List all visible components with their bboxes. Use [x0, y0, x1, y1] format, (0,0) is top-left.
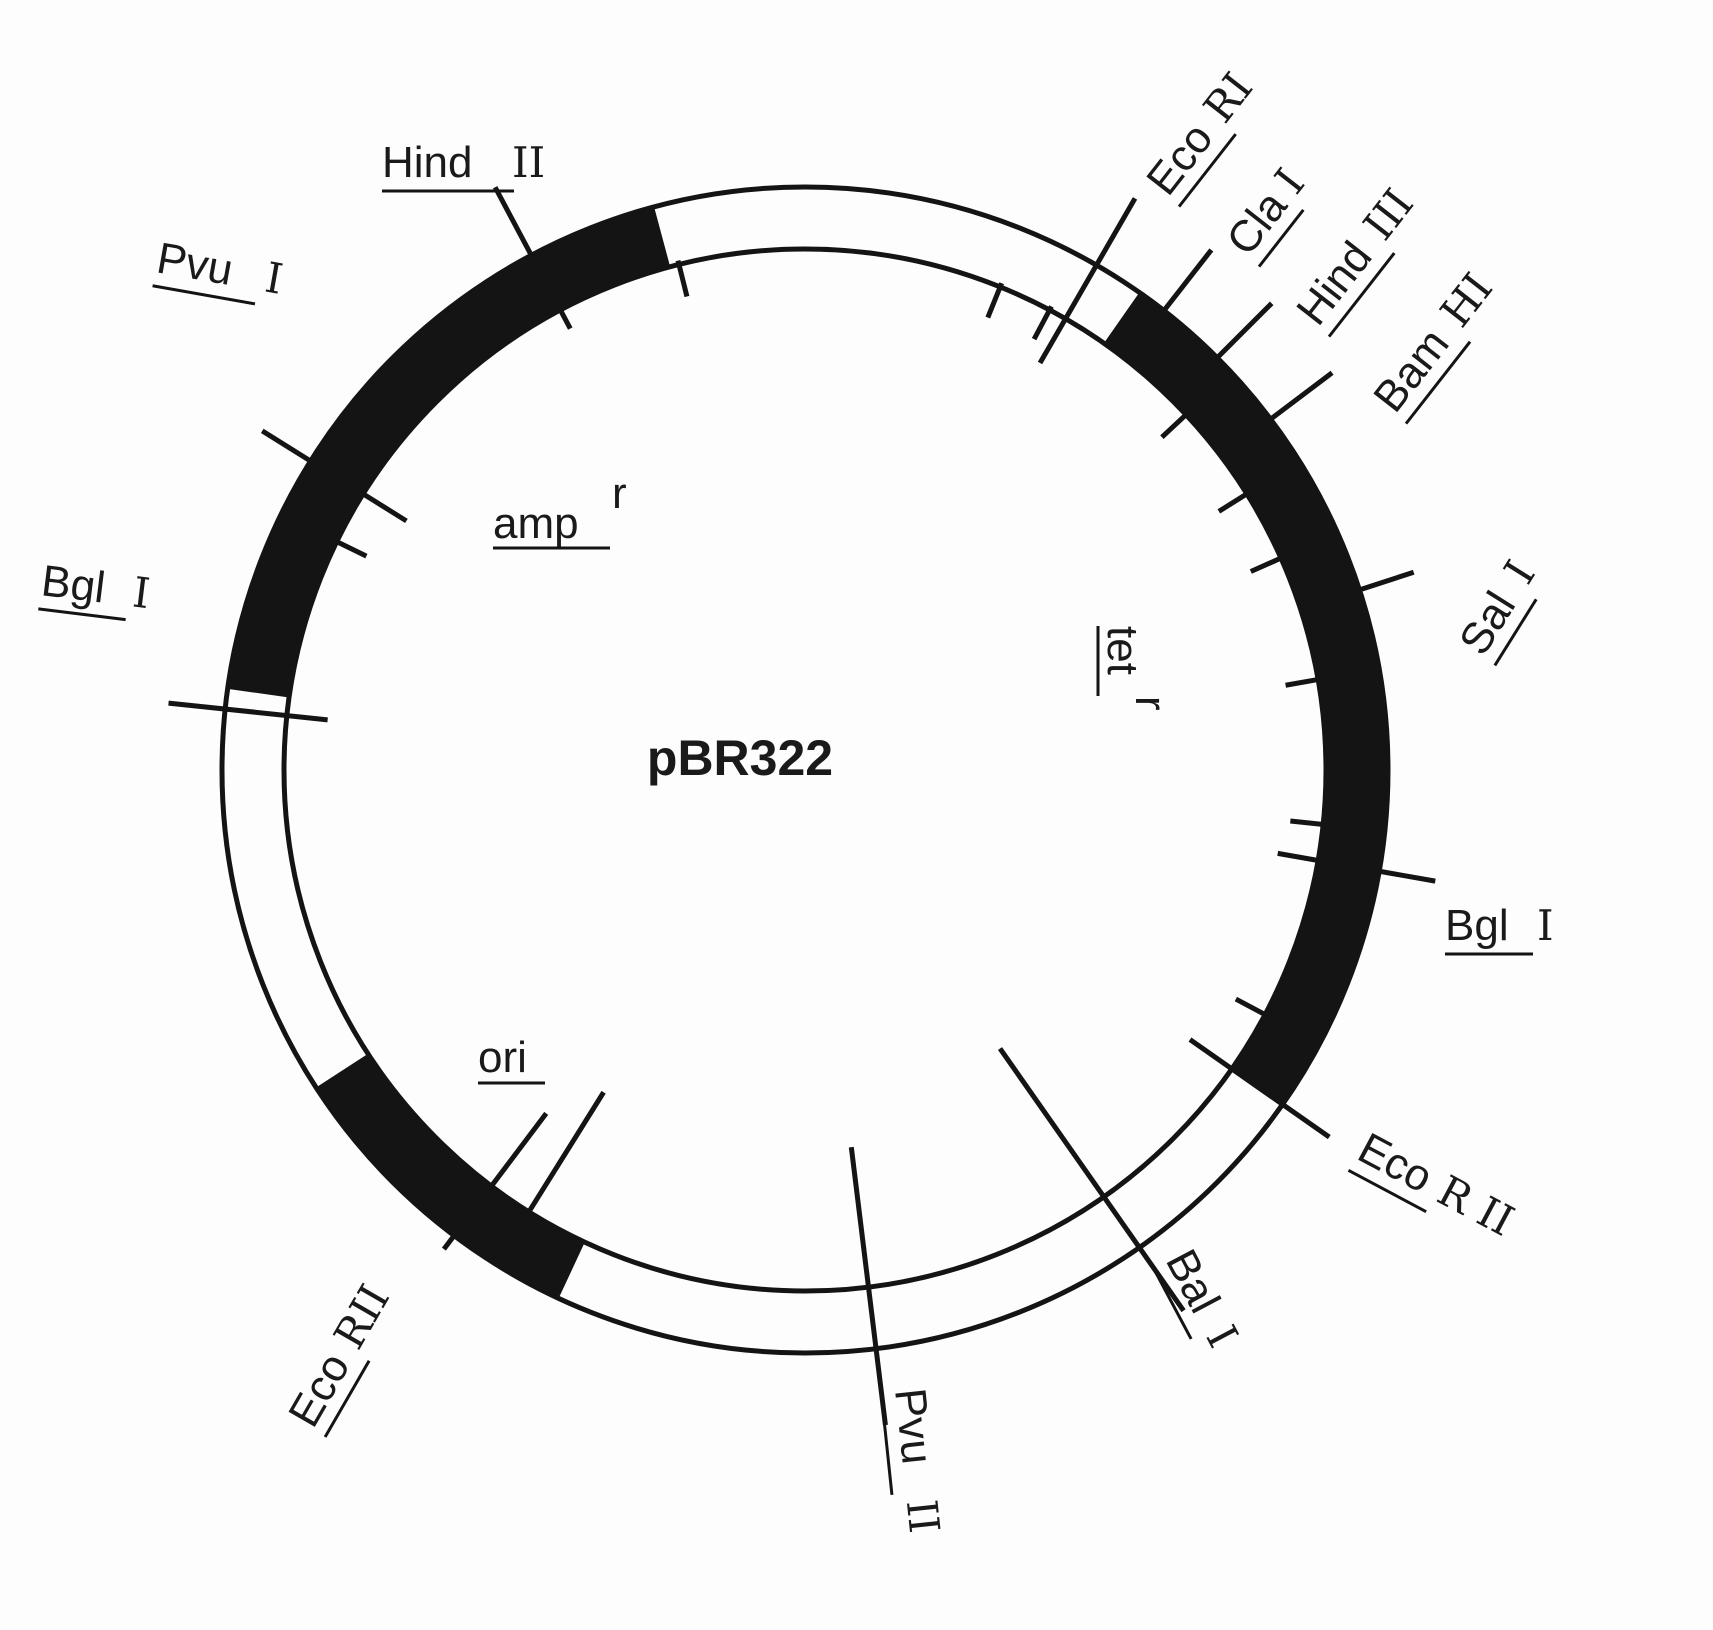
svg-text:Sal: Sal	[1450, 583, 1525, 663]
amp-gene-band	[227, 206, 671, 698]
svg-text:Bam: Bam	[1364, 320, 1458, 421]
minor-tick	[985, 282, 1004, 319]
svg-text:Bgl: Bgl	[39, 556, 108, 612]
plasmid-name: pBR322	[647, 730, 833, 786]
svg-text:II: II	[897, 1497, 949, 1535]
restriction-ticks	[168, 186, 1436, 1426]
svg-text:Eco: Eco	[1137, 114, 1222, 204]
svg-text:R II: R II	[1430, 1166, 1522, 1246]
site-label-pvu-ii: Pvu II	[879, 1386, 949, 1535]
svg-text:Pvu: Pvu	[153, 234, 236, 295]
tick-hind-iii	[1188, 301, 1274, 387]
minor-tick	[1031, 305, 1054, 341]
site-label-bal-i: Bal I	[1151, 1242, 1248, 1356]
site-label-sal-i: Sal I	[1450, 552, 1545, 667]
tick-eco-rii-right	[1188, 1037, 1331, 1140]
minor-tick	[1217, 489, 1252, 514]
svg-text:Eco: Eco	[279, 1345, 359, 1435]
svg-text:tet: tet	[1098, 626, 1147, 675]
svg-text:ori: ori	[478, 1033, 527, 1082]
svg-text:RII: RII	[324, 1276, 399, 1357]
minor-tick	[1234, 996, 1270, 1019]
minor-tick	[1285, 676, 1323, 688]
minor-tick	[1160, 410, 1191, 440]
tet-gene-band	[1103, 292, 1388, 1105]
site-label-hind-iii: Hind III	[1287, 180, 1423, 338]
minor-tick	[1290, 818, 1328, 828]
site-label-eco-rii-right: Eco R II	[1347, 1124, 1522, 1246]
tick-cla-i	[1135, 248, 1214, 347]
svg-text:HI: HI	[1431, 264, 1502, 336]
tick-hind-ii	[492, 186, 573, 330]
tick-bgl-i-left	[168, 700, 328, 723]
minor-ticks	[332, 259, 1328, 1019]
site-label-hind-ii: Hind II	[382, 138, 545, 193]
tick-ori	[527, 1090, 606, 1213]
minor-tick	[675, 259, 690, 298]
tick-sal-i	[1322, 569, 1415, 604]
svg-text:Cla: Cla	[1217, 182, 1297, 265]
tick-bgl-i-right	[1277, 850, 1436, 884]
site-label-eco-ri: Eco RI	[1137, 63, 1262, 208]
site-label-bgl-i-left: Bgl I	[38, 556, 153, 622]
svg-text:I: I	[1494, 552, 1544, 592]
svg-text:I: I	[130, 568, 152, 619]
gene-label-tet: tet r	[1096, 626, 1175, 711]
site-label-pvu-i: Pvu I	[152, 234, 287, 306]
svg-text:Hind: Hind	[382, 138, 473, 187]
svg-text:III: III	[1354, 180, 1423, 249]
tick-bam-hi	[1238, 370, 1334, 445]
svg-text:RI: RI	[1194, 63, 1262, 131]
gene-label-amp: amp r	[493, 469, 627, 550]
svg-text:I: I	[262, 253, 287, 304]
svg-text:amp: amp	[493, 499, 579, 548]
svg-text:Hind: Hind	[1287, 233, 1381, 334]
tick-eco-ri	[1037, 197, 1138, 365]
svg-text:Eco: Eco	[1350, 1124, 1440, 1203]
svg-text:II: II	[512, 138, 545, 187]
tick-eco-rii-left	[441, 1111, 549, 1251]
svg-text:r: r	[1126, 696, 1175, 711]
site-label-bgl-i-right: Bgl I	[1445, 901, 1554, 956]
tick-pvu-i	[260, 428, 408, 524]
svg-text:I: I	[1197, 1318, 1248, 1356]
site-label-bam-hi: Bam HI	[1364, 264, 1502, 425]
site-label-cla-i: Cla I	[1217, 159, 1314, 268]
ori-gene-band	[316, 1053, 585, 1299]
minor-tick	[332, 537, 368, 559]
svg-text:Pvu: Pvu	[885, 1386, 942, 1467]
svg-text:r: r	[612, 469, 627, 518]
tick-pvu-ii	[848, 1146, 888, 1426]
minor-tick	[1249, 554, 1286, 574]
svg-text:I: I	[1537, 901, 1554, 950]
outer-ring	[219, 184, 1391, 1356]
site-label-eco-rii-left: Eco RII	[279, 1276, 399, 1438]
gene-label-ori: ori	[478, 1033, 545, 1085]
svg-text:Bal: Bal	[1156, 1242, 1229, 1321]
svg-text:Bgl: Bgl	[1445, 901, 1509, 950]
